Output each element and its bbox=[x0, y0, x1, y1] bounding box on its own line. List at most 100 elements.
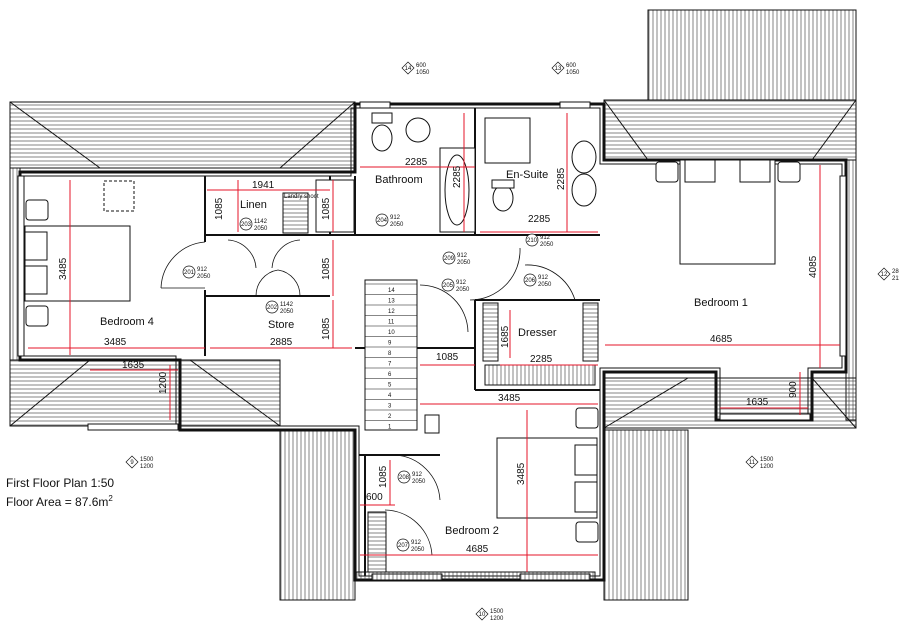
title-block: First Floor Plan 1:50 Floor Area = 87.6m… bbox=[6, 476, 114, 510]
room-label-bathroom: Bathroom bbox=[375, 174, 423, 186]
svg-text:1085: 1085 bbox=[321, 257, 332, 280]
svg-text:1685: 1685 bbox=[500, 325, 511, 348]
svg-text:3485: 3485 bbox=[58, 257, 69, 280]
stair-number: 3 bbox=[388, 404, 392, 410]
svg-text:2050: 2050 bbox=[411, 547, 425, 553]
svg-text:1142: 1142 bbox=[280, 302, 294, 308]
svg-text:1500: 1500 bbox=[760, 457, 774, 463]
svg-text:1500: 1500 bbox=[140, 457, 154, 463]
dimension-lines bbox=[28, 113, 840, 572]
stair-number: 6 bbox=[388, 372, 392, 378]
svg-text:2285: 2285 bbox=[452, 165, 463, 188]
svg-text:2050: 2050 bbox=[540, 242, 554, 248]
svg-text:3485: 3485 bbox=[498, 393, 521, 404]
svg-text:4685: 4685 bbox=[466, 544, 489, 555]
svg-text:1200: 1200 bbox=[158, 371, 169, 394]
svg-text:900: 900 bbox=[788, 381, 799, 398]
svg-text:1500: 1500 bbox=[490, 609, 504, 615]
svg-text:2285: 2285 bbox=[556, 167, 567, 190]
stair-number: 11 bbox=[388, 320, 395, 326]
svg-text:2050: 2050 bbox=[457, 260, 471, 266]
svg-text:1085: 1085 bbox=[214, 197, 225, 220]
svg-text:3485: 3485 bbox=[516, 462, 527, 485]
stair-number: 1 bbox=[388, 425, 392, 431]
svg-text:912: 912 bbox=[197, 267, 208, 273]
svg-text:1635: 1635 bbox=[746, 397, 769, 408]
svg-text:1635: 1635 bbox=[122, 360, 145, 371]
svg-text:3485: 3485 bbox=[104, 337, 127, 348]
svg-text:2885: 2885 bbox=[270, 337, 293, 348]
svg-text:207: 207 bbox=[398, 543, 409, 549]
svg-text:206: 206 bbox=[525, 278, 536, 284]
stair-number: 7 bbox=[388, 362, 392, 368]
stair-number: 5 bbox=[388, 383, 392, 389]
svg-text:10: 10 bbox=[479, 612, 486, 618]
svg-text:209: 209 bbox=[444, 256, 455, 262]
room-label-store: Store bbox=[268, 319, 294, 331]
svg-text:1085: 1085 bbox=[321, 197, 332, 220]
svg-text:4685: 4685 bbox=[710, 334, 733, 345]
svg-text:202: 202 bbox=[267, 305, 278, 311]
stair-number: 9 bbox=[388, 341, 392, 347]
svg-text:2050: 2050 bbox=[412, 479, 426, 485]
stair-number: 12 bbox=[388, 309, 395, 315]
svg-text:1200: 1200 bbox=[490, 616, 504, 622]
stair-number: 2 bbox=[388, 414, 392, 420]
svg-text:1941: 1941 bbox=[252, 180, 275, 191]
svg-text:2050: 2050 bbox=[538, 282, 552, 288]
svg-text:208: 208 bbox=[399, 475, 410, 481]
svg-text:1085: 1085 bbox=[436, 352, 459, 363]
floor-area: Floor Area = 87.6m2 bbox=[6, 494, 113, 509]
stair-number: 13 bbox=[388, 299, 395, 305]
svg-text:203: 203 bbox=[241, 222, 252, 228]
svg-text:9: 9 bbox=[130, 460, 134, 466]
stair-number: 10 bbox=[388, 330, 395, 336]
svg-text:2050: 2050 bbox=[197, 274, 211, 280]
room-label-bedroom2: Bedroom 2 bbox=[445, 525, 499, 537]
svg-text:912: 912 bbox=[390, 215, 401, 221]
stair-number: 14 bbox=[388, 288, 395, 294]
svg-text:13: 13 bbox=[555, 66, 562, 72]
svg-text:12: 12 bbox=[881, 272, 888, 278]
roof-top-right bbox=[647, 9, 857, 101]
roof-bottom-left-lower bbox=[279, 429, 356, 601]
svg-text:912: 912 bbox=[457, 253, 468, 259]
svg-text:2050: 2050 bbox=[456, 287, 470, 293]
room-label-bedroom1: Bedroom 1 bbox=[694, 297, 748, 309]
svg-text:2110: 2110 bbox=[892, 276, 899, 282]
fixtures bbox=[24, 112, 801, 581]
svg-text:600: 600 bbox=[366, 492, 383, 503]
svg-text:4085: 4085 bbox=[808, 255, 819, 278]
svg-text:2050: 2050 bbox=[390, 222, 404, 228]
svg-text:1050: 1050 bbox=[416, 70, 430, 76]
svg-text:600: 600 bbox=[416, 63, 427, 69]
room-label-linen: Linen bbox=[240, 199, 267, 211]
svg-text:205: 205 bbox=[443, 283, 454, 289]
stair-number: 8 bbox=[388, 351, 392, 357]
room-label-bedroom4: Bedroom 4 bbox=[100, 316, 154, 328]
door-swings bbox=[160, 239, 576, 556]
svg-text:1200: 1200 bbox=[140, 464, 154, 470]
svg-text:2285: 2285 bbox=[405, 157, 428, 168]
room-labels: Bathroom En-Suite Linen Landry shoot Bed… bbox=[100, 169, 748, 537]
svg-text:201: 201 bbox=[184, 270, 195, 276]
svg-text:912: 912 bbox=[540, 235, 551, 241]
svg-text:1142: 1142 bbox=[254, 219, 268, 225]
svg-text:2050: 2050 bbox=[254, 226, 268, 232]
svg-text:204: 204 bbox=[377, 218, 388, 224]
svg-text:210: 210 bbox=[527, 238, 538, 244]
plan-title: First Floor Plan 1:50 bbox=[6, 476, 115, 490]
svg-text:1050: 1050 bbox=[566, 70, 580, 76]
